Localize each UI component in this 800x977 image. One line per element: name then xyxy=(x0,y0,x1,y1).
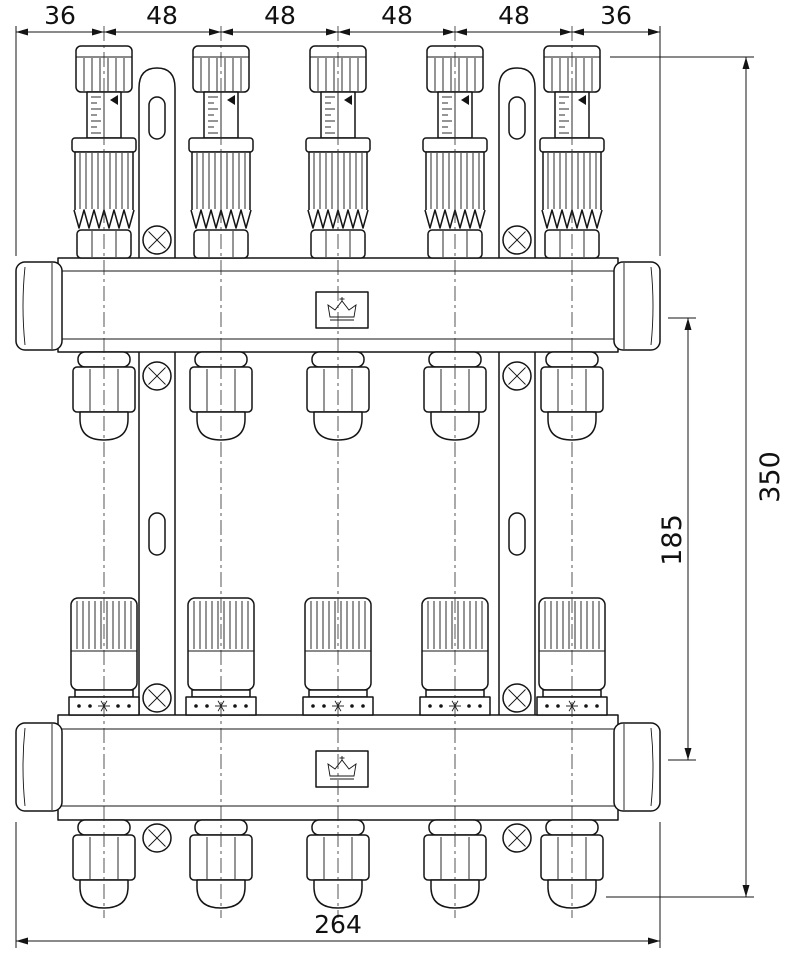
bottom-manifold-right-union-nut xyxy=(613,722,661,812)
bracket-screw xyxy=(142,683,172,713)
crown-icon xyxy=(315,750,369,788)
bracket-screw xyxy=(142,823,172,853)
bracket-screw xyxy=(502,225,532,255)
bottom-dimension-overall-width: 264 xyxy=(15,822,661,948)
bracket-screw xyxy=(502,361,532,391)
mounting-bracket-left xyxy=(138,67,176,717)
port-centerlines xyxy=(103,26,573,918)
bracket-screw xyxy=(502,683,532,713)
right-dimension-center-distance: 185 xyxy=(657,317,696,761)
bottom-manifold-left-union-nut xyxy=(15,722,63,812)
bracket-screw xyxy=(142,361,172,391)
top-manifold-right-union-nut xyxy=(613,261,661,351)
dim-label-seg-4: 48 xyxy=(381,1,413,30)
dim-label-overall-width: 264 xyxy=(314,910,362,939)
dim-label-center-distance: 185 xyxy=(657,514,688,566)
dim-label-seg-5: 48 xyxy=(498,1,530,30)
bracket-screw xyxy=(142,225,172,255)
mounting-bracket-right xyxy=(498,67,536,717)
dim-label-seg-1: 36 xyxy=(44,1,76,30)
top-manifold-left-union-nut xyxy=(15,261,63,351)
dim-label-seg-3: 48 xyxy=(264,1,296,30)
top-dimension-chain: 36 48 48 48 48 36 xyxy=(15,1,661,256)
dim-label-seg-2: 48 xyxy=(146,1,178,30)
right-dimension-overall-height: 350 xyxy=(606,56,786,898)
bracket-screw xyxy=(502,823,532,853)
dim-label-overall-height: 350 xyxy=(755,451,786,503)
crown-icon xyxy=(315,291,369,329)
dim-label-seg-6: 36 xyxy=(600,1,632,30)
